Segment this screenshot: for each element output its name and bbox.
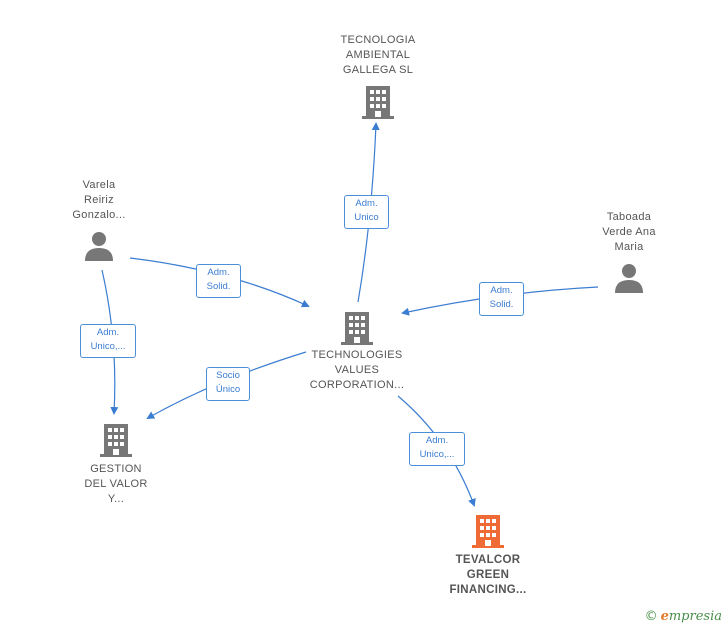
brand-name: mpresia [668,609,722,624]
node-tecnologia-ambiental[interactable]: TECNOLOGIA AMBIENTAL GALLEGA SL [318,33,438,120]
node-label: TECNOLOGIA AMBIENTAL GALLEGA SL [340,34,416,76]
edge-label-adm-solid-varela[interactable]: Adm. Solid. [196,264,241,298]
node-gestion-del-valor[interactable]: GESTION DEL VALOR Y... [66,422,166,507]
node-taboada-verde[interactable]: Taboada Verde Ana Maria [584,210,674,293]
edge-label-adm-solid-taboada[interactable]: Adm. Solid. [479,282,524,316]
edge-label-adm-unico-varela[interactable]: Adm. Unico,... [80,324,136,358]
building-icon [472,515,504,548]
copyright-symbol: © [644,609,658,624]
node-technologies-values[interactable]: TECHNOLOGIES VALUES CORPORATION... [295,310,419,393]
person-icon [85,232,113,261]
node-label: TECHNOLOGIES VALUES CORPORATION... [309,349,405,391]
edge-label-adm-unico[interactable]: Adm. Unico [344,195,389,229]
edge-label-socio-unico[interactable]: Socio Único [206,367,250,401]
node-label: TEVALCOR GREEN FINANCING... [449,554,527,596]
node-label: Varela Reiriz Gonzalo... [72,179,126,221]
node-label: Taboada Verde Ana Maria [602,211,656,253]
node-tevalcor-green-financing[interactable]: TEVALCOR GREEN FINANCING... [428,513,548,598]
building-icon [362,86,394,119]
edge-label-adm-unico-tevalcor[interactable]: Adm. Unico,... [409,432,465,466]
node-label: GESTION DEL VALOR Y... [84,463,148,505]
empresia-logo: ©empresia [645,609,722,624]
person-icon [615,264,643,293]
node-varela-reiriz[interactable]: Varela Reiriz Gonzalo... [54,178,144,261]
brand-letter: e [660,609,669,624]
building-icon [341,312,373,345]
building-icon [100,424,132,457]
